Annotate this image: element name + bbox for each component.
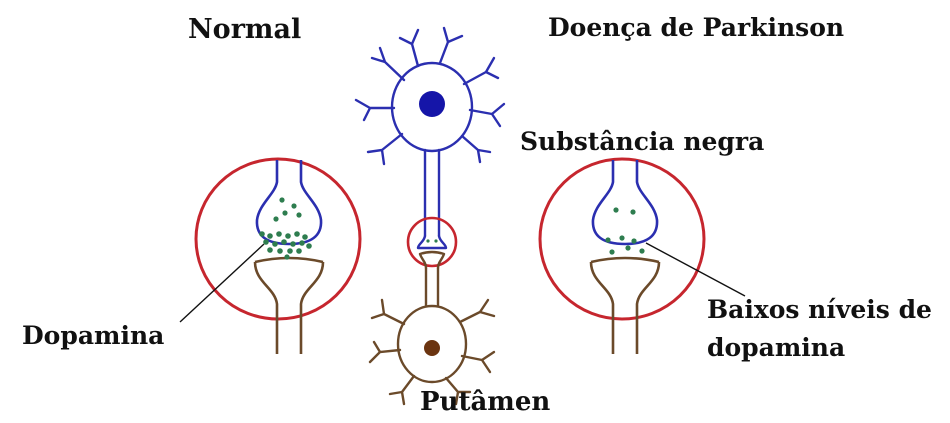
- baixos-niveis-pointer-line: [646, 243, 745, 296]
- parkinson-dopamine-dots: [605, 207, 644, 254]
- baixos-niveis-label-line1: Baixos níveis de: [707, 296, 932, 325]
- synapse-small-dots: [426, 239, 437, 242]
- substancia-negra-label: Substância negra: [520, 128, 764, 157]
- putamen-label: Putâmen: [420, 388, 550, 418]
- dopamina-pointer-line: [180, 244, 264, 322]
- striatal-neuron-icon: [370, 252, 494, 404]
- dopamina-label: Dopamina: [22, 322, 164, 351]
- normal-presynaptic-terminal: [257, 160, 321, 244]
- baixos-niveis-label-line2: dopamina: [707, 334, 845, 363]
- parkinson-postsynaptic-terminal: [591, 258, 659, 354]
- normal-synapse: [180, 159, 360, 354]
- synapse-highlight-circle: [408, 218, 456, 266]
- parkinson-synapse: [540, 159, 745, 354]
- normal-postsynaptic-terminal: [255, 258, 323, 354]
- parkinson-label: Doença de Parkinson: [548, 14, 844, 43]
- normal-label: Normal: [188, 14, 301, 45]
- parkinson-presynaptic-terminal: [593, 160, 657, 244]
- dopaminergic-neuron-icon: [356, 28, 504, 248]
- normal-dopamine-dots: [259, 197, 312, 259]
